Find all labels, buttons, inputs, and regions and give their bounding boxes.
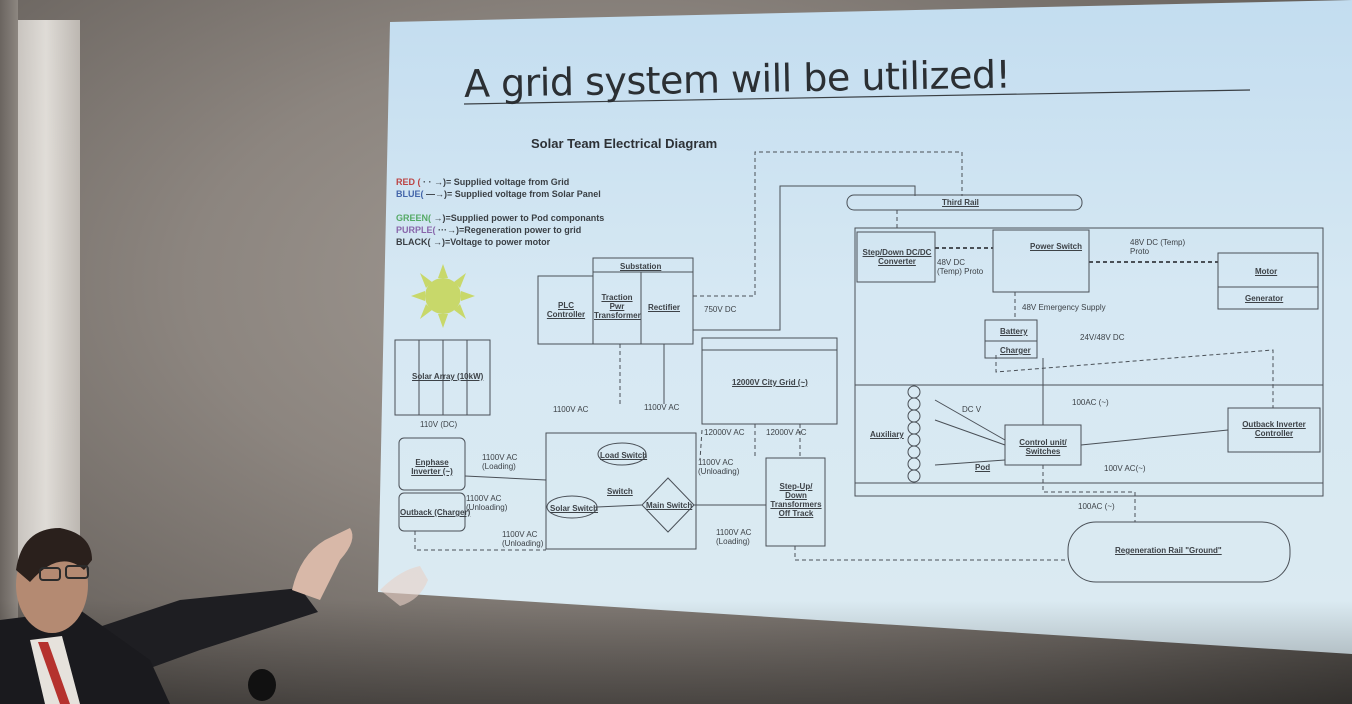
motor-box: [1217, 252, 1319, 310]
voltage-750: 750V DC: [704, 305, 737, 314]
voltage-24-48: 24V/48V DC: [1080, 333, 1125, 342]
voltage-110-dc: 110V (DC): [420, 420, 458, 429]
enphase-box: [398, 437, 466, 491]
solar-switch-label: Solar Switch: [550, 504, 599, 513]
switch-label: Switch: [607, 487, 633, 496]
regen-rail-label: Regeneration Rail "Ground": [1115, 546, 1222, 555]
diagram-title: Solar Team Electrical Diagram: [531, 136, 718, 151]
plc-label: PLC Controller: [546, 301, 586, 319]
legend-row-purple: PURPLE( ···→)=Regeneration power to grid: [396, 225, 582, 235]
outback-charger-box: [398, 492, 466, 532]
stepdown-box: [856, 231, 936, 283]
legend: RED ( · · →)= Supplied voltage from Grid…: [396, 176, 604, 248]
pod-label: Pod: [975, 463, 991, 472]
voltage-48-b: 48V DC (Temp) Proto: [1130, 238, 1186, 256]
rectifier-label: Rectifier: [648, 303, 681, 312]
city-grid-label: 12000V City Grid (~): [732, 378, 808, 387]
voltage-48-emergency: 48V Emergency Supply: [1022, 303, 1106, 312]
outback-inverter-label: Outback Inverter Controller: [1242, 420, 1306, 438]
control-unit-label: Control unit/ Switches: [1019, 438, 1067, 456]
projection-screen: [378, 0, 1352, 654]
lanyard: [38, 642, 70, 704]
voltage-1100-loading-2: 1100V AC (Loading): [716, 528, 752, 546]
voltage-1100-unloading-3: 1100V AC (Unloading): [698, 458, 740, 476]
solar-array-label: Solar Array (10kW): [412, 372, 484, 381]
wall-pillar: [18, 20, 80, 580]
main-switch-shape: [641, 477, 695, 533]
legend-row-green: GREEN( →)=Supplied power to Pod componan…: [396, 213, 605, 223]
presenter-hand: [292, 528, 353, 600]
stepup-label: Step-Up/ Down Transformers Off Track: [770, 482, 822, 518]
voltage-1100-unloading-2: 1100V AC (Unloading): [502, 530, 544, 548]
regen-rail-shape: [1067, 521, 1291, 583]
wall-edge: [0, 0, 18, 704]
plc-box: [537, 275, 594, 345]
voltage-1100-a: 1100V AC: [553, 405, 589, 414]
switch-panel-box: [545, 432, 697, 550]
third-rail-label: Third Rail: [942, 198, 979, 207]
third-rail-shape: [846, 194, 1083, 211]
voltage-12000-b: 12000V AC: [766, 428, 807, 437]
auxiliary-coils: [907, 385, 921, 483]
generator-label: Generator: [1245, 294, 1284, 303]
city-grid-box: [701, 337, 838, 425]
outback-charger-label: Outback (Charger): [400, 508, 471, 517]
voltage-100-c: 100AC (~): [1078, 502, 1115, 511]
sun-icon: [411, 264, 475, 328]
load-switch-label: Load Switch: [600, 451, 648, 460]
load-switch-shape: [597, 442, 647, 466]
legend-row-black: BLACK( →)=Voltage to power motor: [396, 237, 551, 247]
power-switch-label: Power Switch: [1030, 242, 1083, 251]
legend-row-red: RED ( · · →)= Supplied voltage from Grid: [396, 177, 570, 187]
traction-label: Traction Pwr Transformer: [594, 293, 641, 320]
voltage-1100-b: 1100V AC: [644, 403, 680, 412]
enphase-label: Enphase Inverter (~): [411, 458, 453, 476]
battery-label: Battery: [1000, 327, 1028, 336]
pod-outline: [854, 227, 1324, 497]
stepdown-label: Step/Down DC/DC Converter: [862, 248, 932, 266]
auxiliary-label: Auxiliary: [870, 430, 904, 439]
motor-label: Motor: [1255, 267, 1278, 276]
legend-row-blue: BLUE( —→)= Supplied voltage from Solar P…: [396, 189, 601, 199]
voltage-1100-unloading-1: 1100V AC (Unloading): [466, 494, 508, 512]
battery-box: [984, 319, 1038, 359]
title-underline: [463, 89, 1251, 105]
voltage-dc-v: DC V: [962, 405, 982, 414]
voltage-100-a: 100AC (~): [1072, 398, 1109, 407]
charger-label: Charger: [1000, 346, 1031, 355]
voltage-48-a: 48V DC (Temp) Proto: [937, 258, 984, 276]
main-switch-label: Main Switch: [646, 501, 693, 510]
voltage-100-b: 100V AC(~): [1104, 464, 1146, 473]
substation-label: Substation: [620, 262, 662, 271]
voltage-12000-a: 12000V AC: [704, 428, 745, 437]
voltage-1100-loading: 1100V AC (Loading): [482, 453, 518, 471]
